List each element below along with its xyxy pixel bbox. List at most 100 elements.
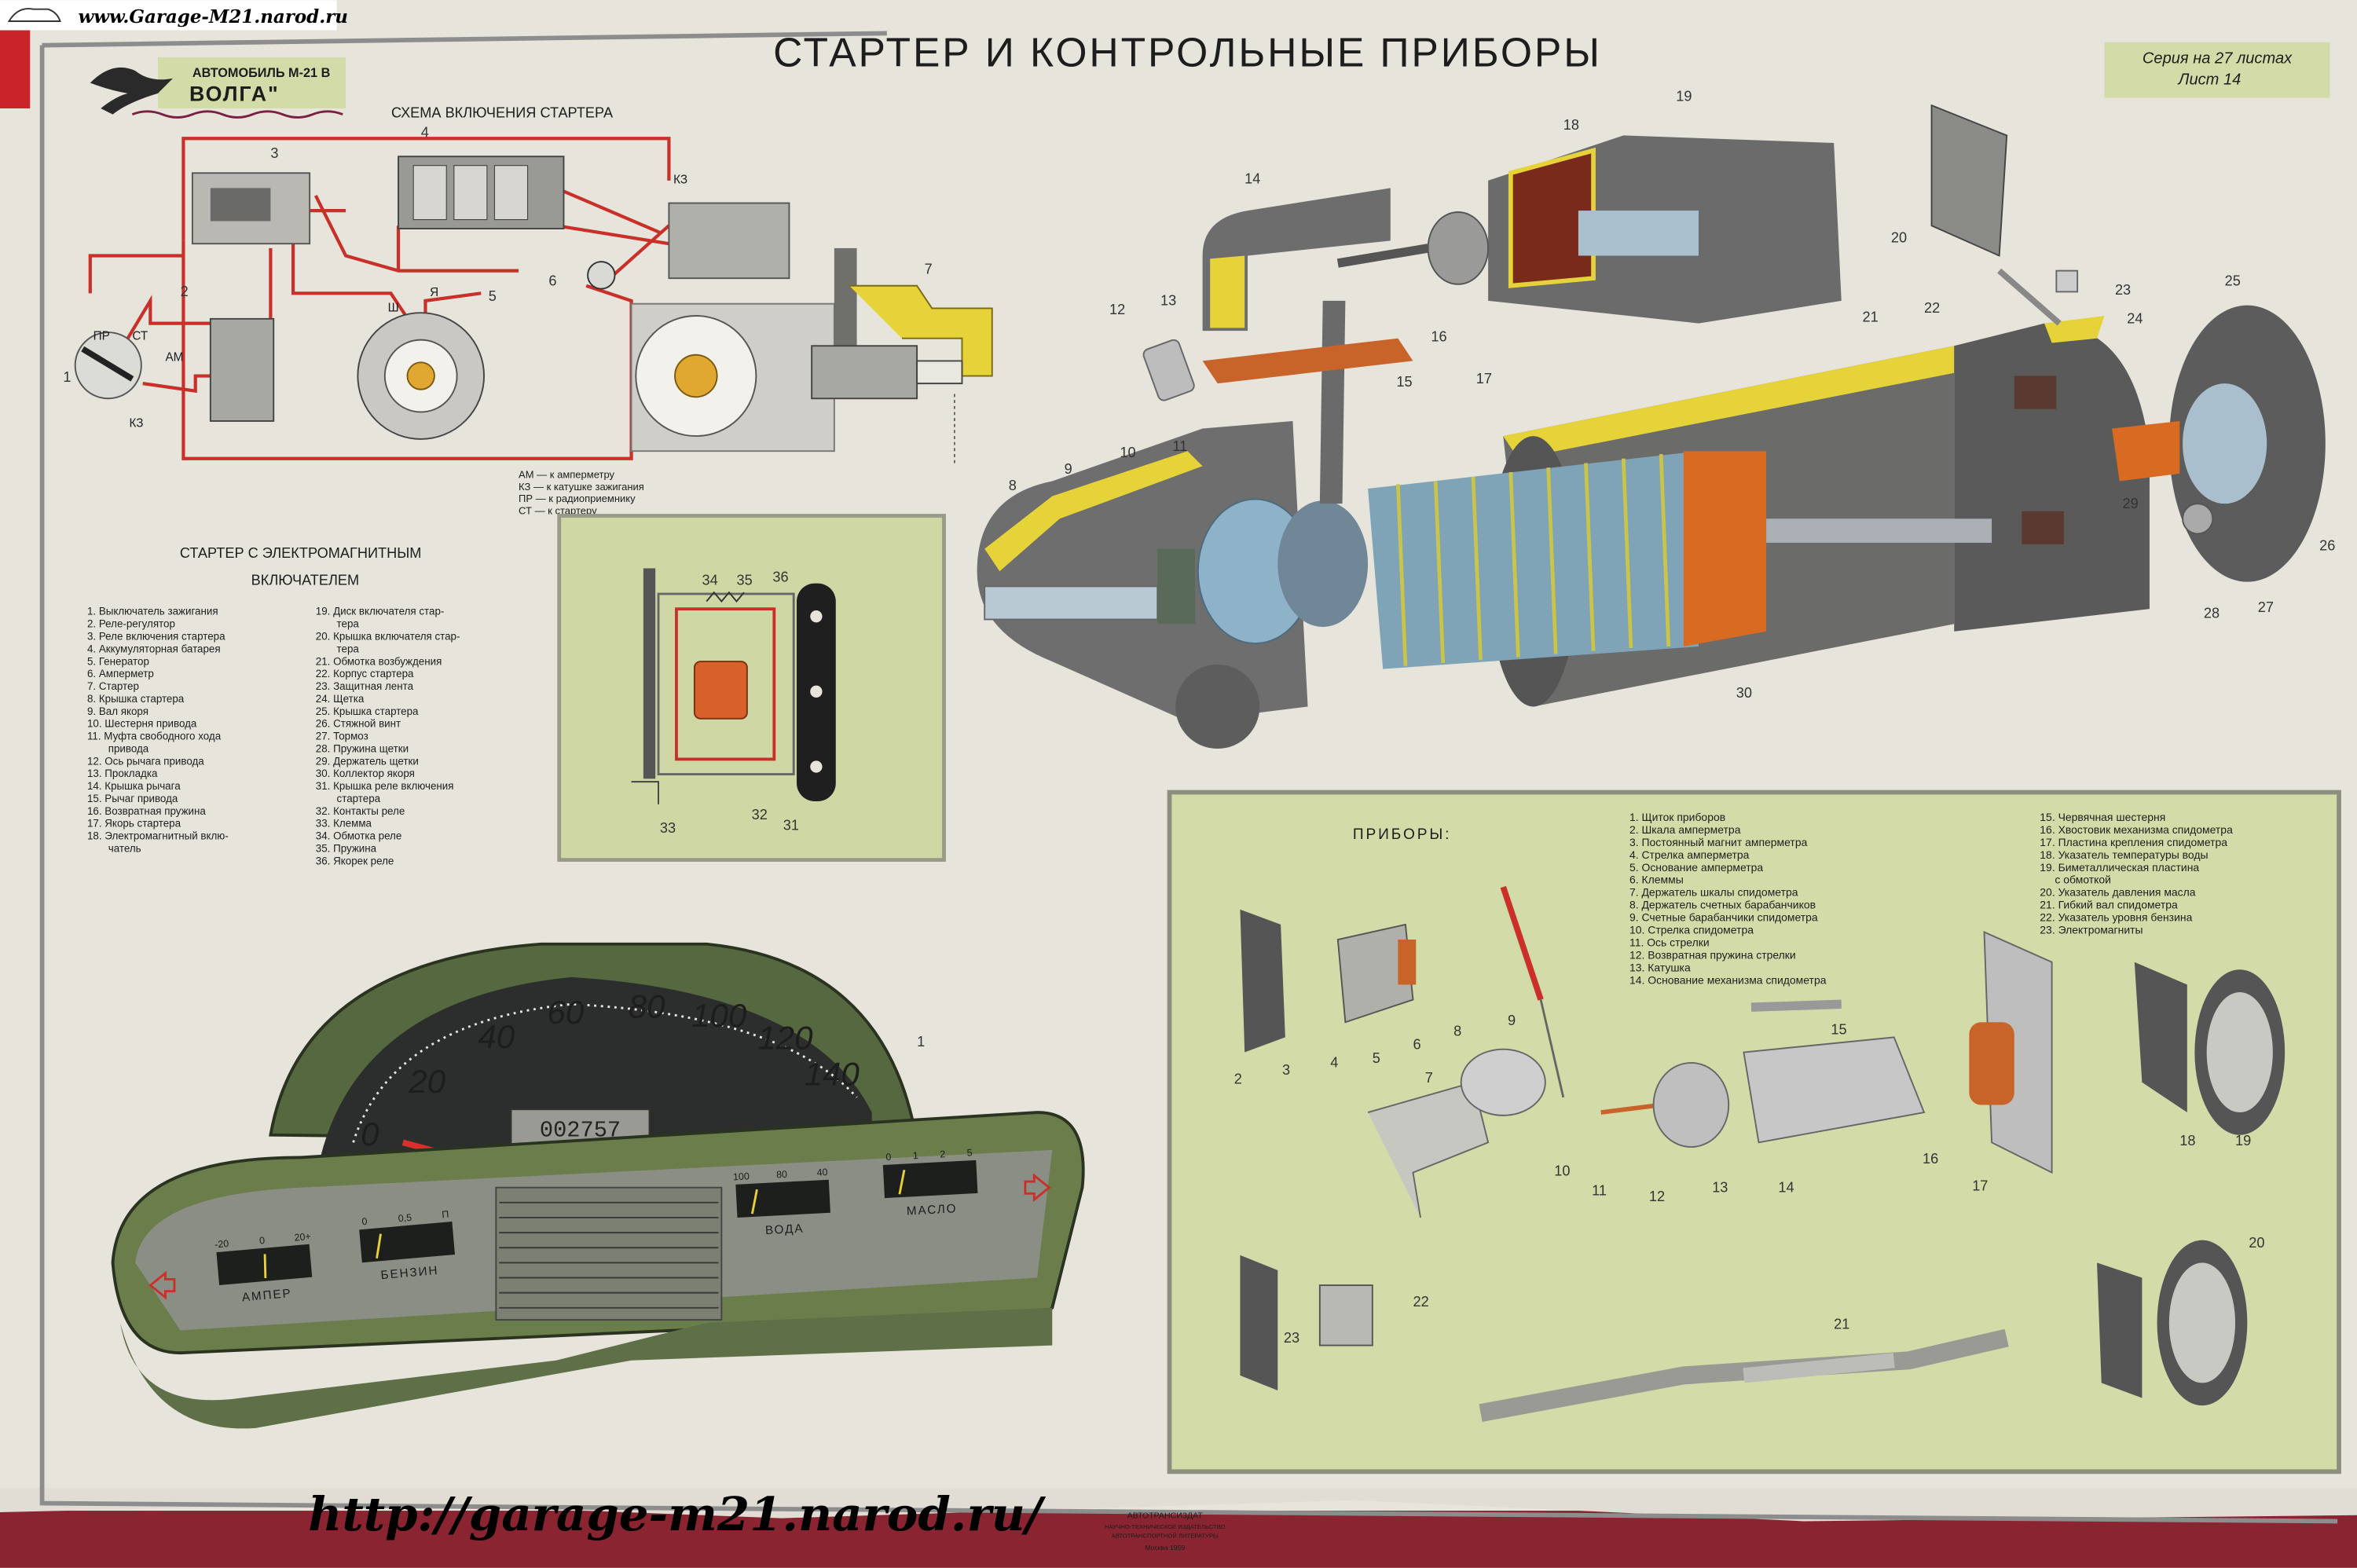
- callout: 5: [489, 288, 497, 304]
- callout: 18: [2179, 1133, 2195, 1149]
- instrument-list-item: 16. Хвостовик механизма спидометра: [2040, 823, 2233, 836]
- abbr-am: АМ — к амперметру: [519, 469, 614, 481]
- drive-pinion: [1157, 548, 1196, 625]
- parts-list-item: тера: [337, 643, 360, 654]
- callout: 17: [1972, 1178, 1988, 1194]
- parts-list-item: 3. Реле включения стартера: [87, 631, 225, 643]
- gauge-needle: [376, 1233, 382, 1259]
- callout: 11: [1592, 1182, 1607, 1198]
- callout: 17: [1476, 371, 1492, 387]
- parts-list-item: 21. Обмотка возбуждения: [316, 655, 442, 667]
- parts-list-item: 32. Контакты реле: [316, 805, 405, 817]
- city-year: Москва 1959: [1145, 1544, 1185, 1552]
- parts-list-item: 18. Электромагнитный вклю-: [87, 830, 229, 842]
- gauge-scale-label: 1: [913, 1150, 919, 1161]
- parts-list-item: 29. Держатель щетки: [316, 755, 419, 767]
- parts-list-item: 36. Якорек реле: [316, 855, 394, 866]
- instrument-list-item: 13. Катушка: [1629, 962, 1691, 974]
- gauge-needle: [750, 1189, 758, 1214]
- right-turn-arrow-icon: [1024, 1173, 1051, 1203]
- gauge-scale-label: -20: [214, 1238, 229, 1251]
- gauge-scale-label: 2: [940, 1149, 946, 1160]
- gauge-face: [882, 1160, 978, 1199]
- gauge-scale-label: 20+: [294, 1231, 311, 1244]
- series-box: Серия на 27 листах Лист 14: [2104, 42, 2330, 98]
- callout: 11: [1172, 438, 1187, 454]
- callout: 15: [1396, 374, 1412, 390]
- callout: 25: [2225, 273, 2241, 289]
- parts-list-item: 33. Клемма: [316, 818, 372, 830]
- parts-list-item: 15. Рычаг привода: [87, 793, 178, 804]
- gauge-scale-label: 5: [966, 1147, 973, 1158]
- speed-scale-label: 0: [361, 1116, 379, 1152]
- terminal-label: Я: [430, 286, 438, 299]
- deer-emblem-icon: [90, 67, 174, 115]
- instrument-list-item: 1. Щиток приборов: [1629, 811, 1725, 823]
- callout: 6: [548, 273, 556, 289]
- publisher-sub1: НАУЧНО-ТЕХНИЧЕСКОЕ ИЗДАТЕЛЬСТВО: [1105, 1523, 1226, 1530]
- gauge-scale-label: 100: [733, 1171, 750, 1182]
- speed-scale-label: 100: [691, 997, 747, 1034]
- callout: 10: [1120, 445, 1135, 460]
- instrument-list-item: 23. Электромагниты: [2040, 924, 2143, 936]
- callout: 22: [1413, 1294, 1428, 1310]
- callout: 21: [1863, 310, 1879, 325]
- parts-list-item: 23. Защитная лента: [316, 680, 414, 692]
- callout: 36: [772, 570, 788, 585]
- callout: 2: [1234, 1072, 1242, 1087]
- callout: 5: [1373, 1050, 1380, 1066]
- gauge-name: ВОДА: [765, 1222, 805, 1237]
- callout: 10: [1554, 1163, 1570, 1178]
- gauge-name: АМПЕР: [241, 1287, 292, 1305]
- parts-list-item: 13. Прокладка: [87, 768, 158, 779]
- callout: 19: [2235, 1133, 2251, 1149]
- gauge-scale-label: 0: [259, 1235, 266, 1247]
- gauge-0: -20 0 20+ АМПЕР: [214, 1231, 313, 1305]
- callout: 23: [2115, 282, 2131, 298]
- parts-list-item: 5. Генератор: [87, 655, 149, 667]
- parts-list-item: 12. Ось рычага привода: [87, 755, 204, 767]
- callout: 34: [702, 572, 717, 588]
- footer: http://garage-m21.narod.ru/ АВТОТРАНСИЗД…: [308, 1486, 1225, 1552]
- frame-line: [39, 45, 2338, 1524]
- callout: 32: [752, 807, 768, 822]
- watermark-bottom-text: http://garage-m21.narod.ru/: [308, 1486, 1047, 1541]
- callout: 9: [1065, 461, 1072, 477]
- callout: 13: [1712, 1179, 1728, 1195]
- gauge-scale-label: 80: [776, 1169, 788, 1181]
- callout: 35: [736, 572, 752, 588]
- terminal-label: АМ: [165, 350, 183, 364]
- instrument-list-item: 14. Основание механизма спидометра: [1629, 974, 1827, 987]
- parts-list-item: 19. Диск включателя стар-: [316, 606, 445, 617]
- gauge-face: [735, 1179, 830, 1218]
- parts-list-item: 22. Корпус стартера: [316, 668, 414, 680]
- terminal-label: ПР: [93, 330, 110, 343]
- parts-list-item: 25. Крышка стартера: [316, 705, 419, 717]
- callout: 12: [1649, 1189, 1665, 1204]
- callout: 6: [1413, 1037, 1420, 1053]
- instrument-list-item: 20. Указатель давления масла: [2040, 886, 2195, 899]
- speed-scale-label: 60: [547, 994, 584, 1031]
- parts-list-item: привода: [108, 742, 149, 754]
- page-title: СТАРТЕР И КОНТРОЛЬНЫЕ ПРИБОРЫ: [773, 29, 1602, 75]
- publisher-sub2: АВТОТРАНСПОРТНОЙ ЛИТЕРАТУРЫ: [1112, 1533, 1219, 1540]
- callout: 8: [1009, 478, 1017, 493]
- left-turn-arrow-icon: [148, 1270, 176, 1300]
- armature: [1368, 451, 1699, 669]
- callout: 13: [1160, 293, 1176, 309]
- speed-scale-label: 80: [629, 988, 665, 1025]
- instrument-list-item: 19. Биметаллическая пластина: [2040, 861, 2199, 874]
- top-watermark: www.Garage-M21.narod.ru: [0, 0, 348, 31]
- callout: 12: [1109, 302, 1125, 317]
- callout: 28: [2204, 606, 2220, 621]
- callout: 4: [1330, 1055, 1338, 1071]
- callout: 3: [1282, 1062, 1290, 1078]
- parts-list-item: 11. Муфта свободного хода: [87, 731, 222, 742]
- parts-list-item: 9. Вал якоря: [87, 705, 148, 717]
- abbr-kz: КЗ — к катушке зажигания: [519, 481, 644, 493]
- callout: 14: [1244, 171, 1260, 187]
